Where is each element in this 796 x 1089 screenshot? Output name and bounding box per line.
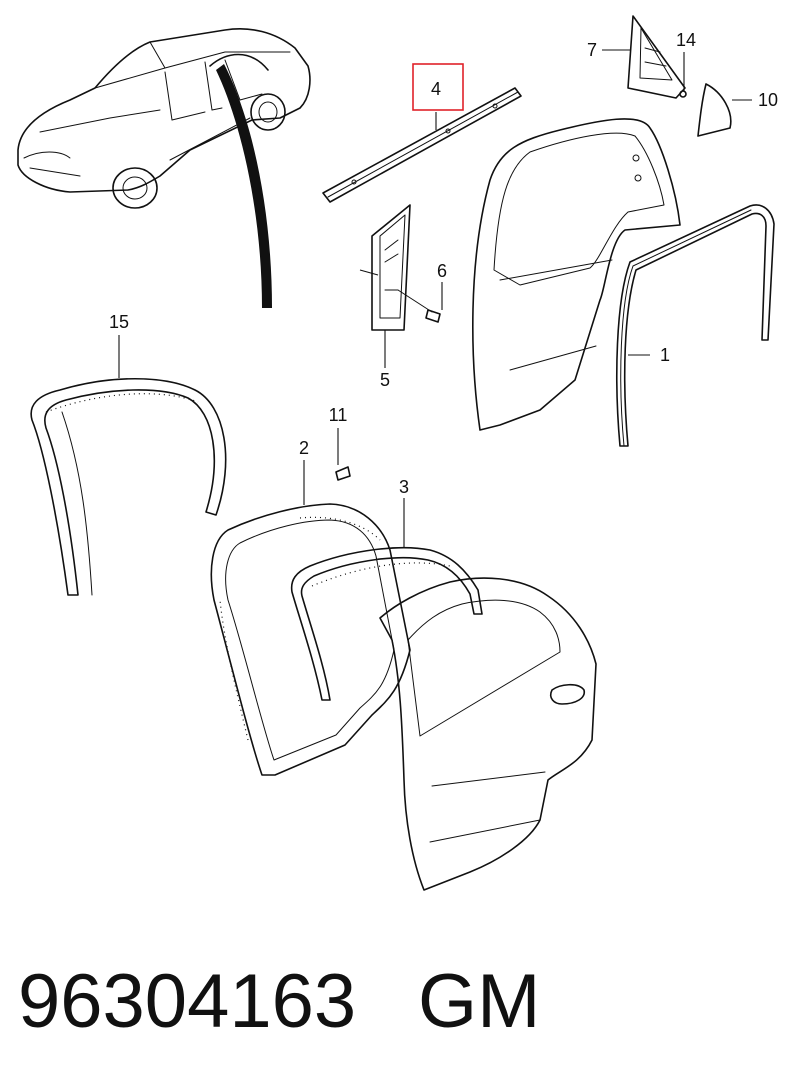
door-frame-upper [472,118,681,431]
part-3-window-run [290,546,483,701]
brand-name: GM [418,959,541,1044]
part-6-screw [397,289,441,323]
callout-7: 7 [587,40,597,60]
part-7-mirror-patch [627,15,686,99]
part-5-pillar-trim [359,204,411,331]
part-1-door-molding [616,204,775,447]
part-number: 96304163 [18,959,357,1044]
callout-5: 5 [380,370,390,390]
callout-14: 14 [676,30,696,50]
part-4-molding [322,87,522,203]
callout-15: 15 [109,312,129,332]
callout-10: 10 [758,90,778,110]
callout-11: 11 [329,405,348,425]
callout-4-highlight-box [412,63,464,111]
callout-2: 2 [299,438,309,458]
leader-lines [118,49,752,548]
part-15-wheel-arch-molding [30,377,227,596]
part-11-clip [335,466,351,481]
footer: 96304163 GM [18,952,778,1052]
part-14-screw [679,90,687,98]
car-illustration [17,28,311,308]
callout-4: 4 [431,79,441,99]
part-2-weatherstrip [210,503,411,776]
callout-3: 3 [399,477,409,497]
callout-labels: 4 7 14 10 6 5 1 15 11 2 3 [109,30,778,497]
callout-6: 6 [437,261,447,281]
rear-door-panel [379,577,597,891]
callout-1: 1 [660,345,670,365]
part-10-cover [697,83,732,137]
